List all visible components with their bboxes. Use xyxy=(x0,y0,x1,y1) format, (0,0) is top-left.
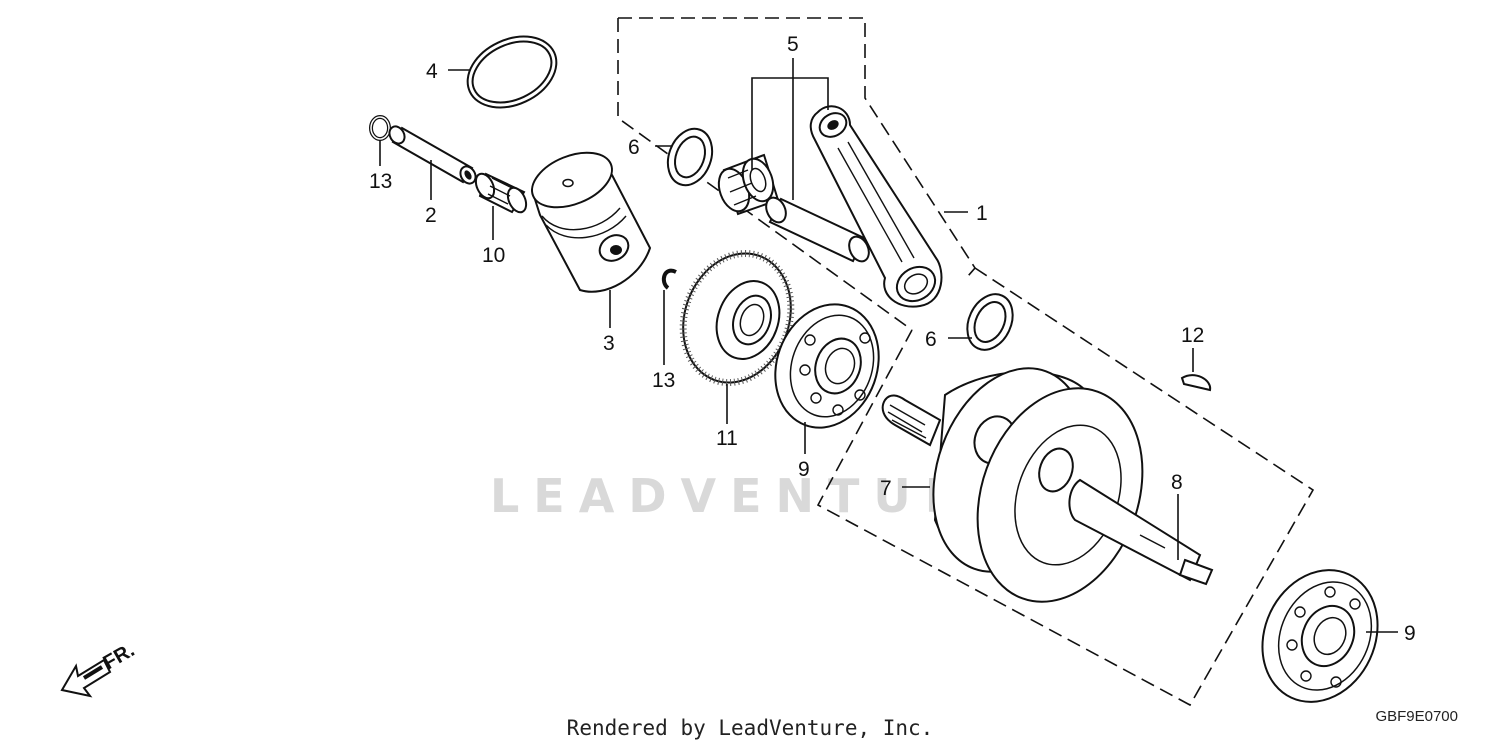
piston-pin-clip-right-part[interactable] xyxy=(661,268,677,290)
crankshaft-assembly-boundary xyxy=(816,267,1315,707)
thrust-washer-lower-part[interactable] xyxy=(959,287,1022,357)
piston-group-boundary xyxy=(617,18,913,331)
callout-1: 1 xyxy=(976,202,988,225)
watermark-text: LEADVENTURE xyxy=(490,469,1020,523)
piston-pin-clip-part[interactable] xyxy=(369,115,391,141)
thrust-washer-upper-part[interactable] xyxy=(660,123,719,192)
leader-lines xyxy=(379,58,1398,633)
connecting-rod-part[interactable] xyxy=(809,105,943,308)
callout-13-left: 13 xyxy=(369,170,392,193)
piston-pin-part[interactable] xyxy=(386,124,478,187)
small-end-needle-bearing-part[interactable] xyxy=(472,171,529,215)
woodruff-key-part[interactable] xyxy=(1180,374,1212,392)
conrod-kit-boundary xyxy=(618,17,976,277)
callout-6-lower: 6 xyxy=(925,328,937,351)
ball-bearing-upper-part[interactable] xyxy=(758,290,895,443)
crankshaft-right-part[interactable] xyxy=(949,365,1214,625)
ball-bearing-lower-part[interactable] xyxy=(1241,551,1398,721)
callout-9-lower: 9 xyxy=(1404,622,1416,645)
callout-13-right: 13 xyxy=(652,369,675,392)
callout-5: 5 xyxy=(787,33,799,56)
footer-credit: Rendered by LeadVenture, Inc. xyxy=(566,716,934,740)
piston-ring-part[interactable] xyxy=(459,26,564,118)
callout-4: 4 xyxy=(426,60,438,83)
callout-7: 7 xyxy=(880,477,892,500)
callout-3: 3 xyxy=(603,332,615,355)
callout-8: 8 xyxy=(1171,471,1183,494)
front-direction-arrow-icon xyxy=(60,658,112,698)
callout-12: 12 xyxy=(1181,324,1204,347)
big-end-needle-bearing-part[interactable] xyxy=(713,153,780,216)
diagram-code: GBF9E0700 xyxy=(1375,708,1458,725)
crank-pin-part[interactable] xyxy=(762,194,872,264)
callout-6-upper: 6 xyxy=(628,136,640,159)
callout-9-upper: 9 xyxy=(798,458,810,481)
piston-part[interactable] xyxy=(524,142,652,293)
callout-11: 11 xyxy=(716,427,738,450)
callout-2: 2 xyxy=(425,204,437,227)
callout-10: 10 xyxy=(482,244,505,267)
